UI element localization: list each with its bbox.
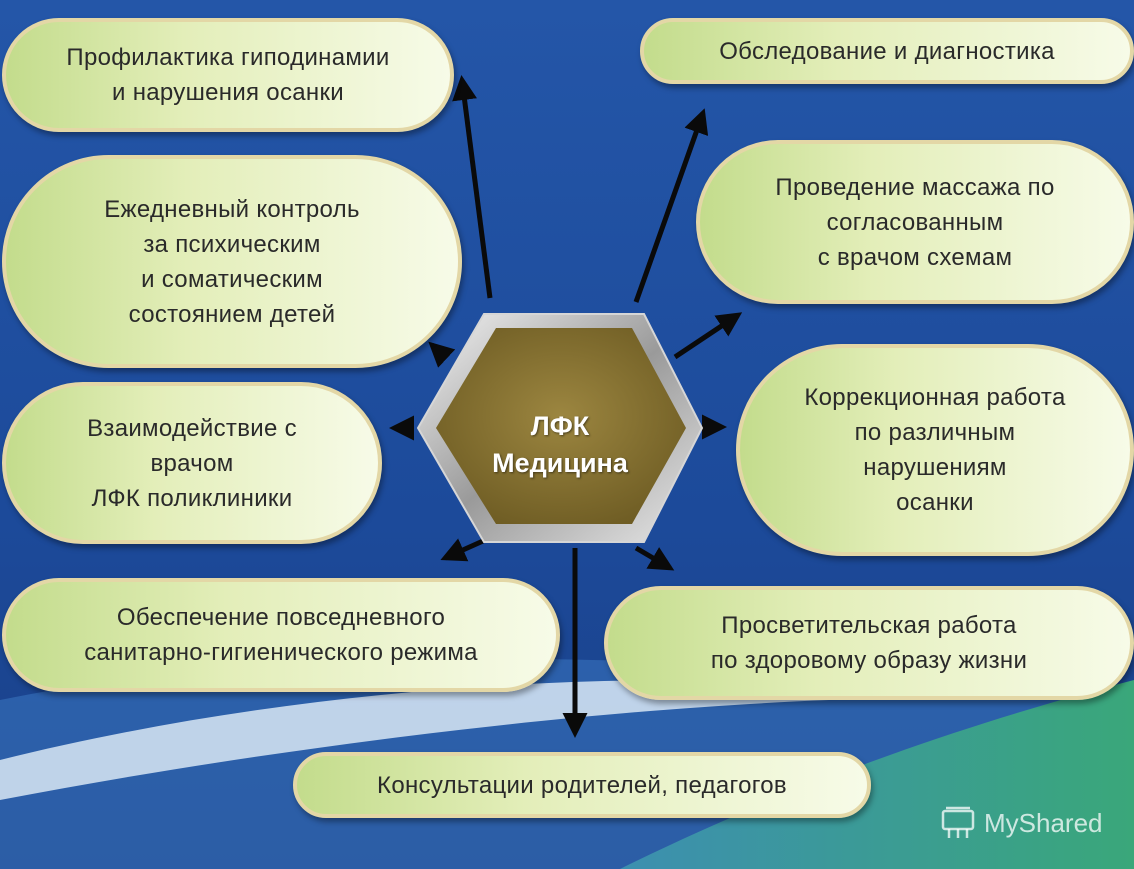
- box-sanitary: Обеспечение повседневного санитарно-гиги…: [2, 578, 560, 692]
- box-examination-text: Обследование и диагностика: [719, 37, 1055, 65]
- box-daily-control: Ежедневный контроль за психическим и сом…: [2, 155, 462, 368]
- arrow-to-daily-control: [428, 341, 456, 368]
- box-prophylaxis: Профилактика гиподинамии и нарушения оса…: [2, 18, 454, 132]
- arrow-to-massage: [673, 312, 743, 360]
- box-sanitary-text: Обеспечение повседневного санитарно-гиги…: [84, 604, 478, 666]
- arrows: [389, 75, 743, 738]
- box-interaction: Взаимодействие с врачом ЛФК поликлиники: [2, 382, 382, 544]
- center-hexagon: [436, 328, 686, 524]
- arrow-to-examination: [633, 108, 709, 303]
- arrow-to-sanitary: [440, 538, 485, 562]
- background-green-swoosh: [620, 680, 1134, 869]
- box-education: Просветительская работа по здоровому обр…: [604, 586, 1134, 700]
- box-prophylaxis-text: Профилактика гиподинамии и нарушения оса…: [66, 44, 390, 106]
- center-label: ЛФК Медицина: [492, 411, 628, 478]
- box-examination: Обследование и диагностика: [640, 18, 1134, 84]
- watermark-text: MyShared: [984, 807, 1103, 838]
- box-massage-text: Проведение массажа по согласованным с вр…: [775, 173, 1055, 271]
- box-consultations: Консультации родителей, педагогов: [293, 752, 871, 818]
- box-consultations-text: Консультации родителей, педагогов: [377, 771, 787, 799]
- watermark: MyShared: [940, 803, 1103, 843]
- box-massage: Проведение массажа по согласованным с вр…: [696, 140, 1134, 304]
- arrow-to-prophylaxis: [452, 75, 493, 299]
- myshared-logo-icon: [941, 806, 975, 838]
- box-correction-text: Коррекционная работа по различным наруше…: [804, 384, 1066, 516]
- box-correction: Коррекционная работа по различным наруше…: [736, 344, 1134, 556]
- box-education-text: Просветительская работа по здоровому обр…: [710, 612, 1028, 674]
- box-daily-control-text: Ежедневный контроль за психическим и сом…: [104, 195, 360, 328]
- box-interaction-text: Взаимодействие с врачом ЛФК поликлиники: [87, 414, 297, 512]
- arrow-to-education: [634, 545, 675, 571]
